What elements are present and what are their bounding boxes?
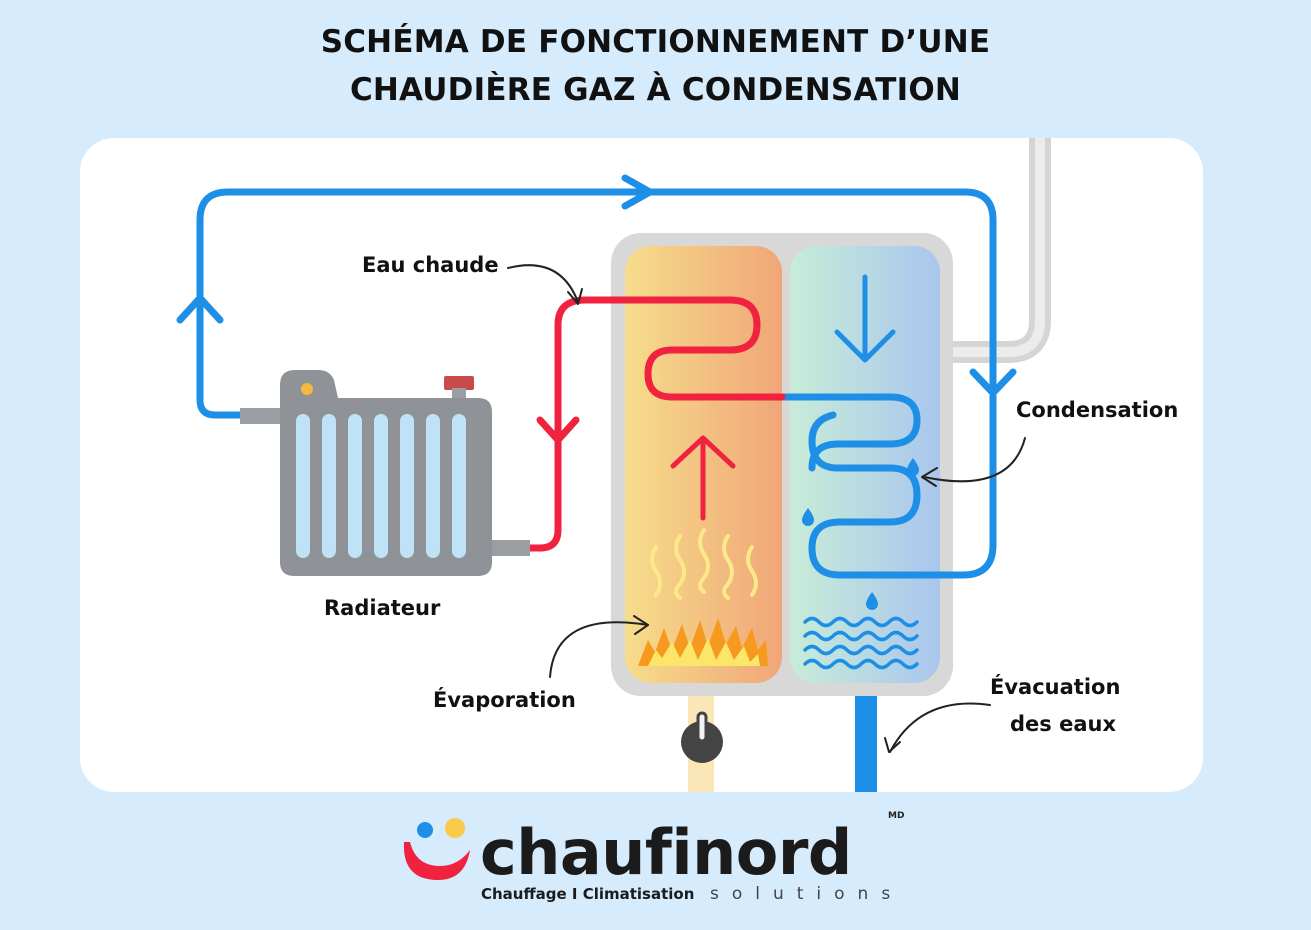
label-radiateur: Radiateur [324,596,441,620]
title-line-1: SCHÉMA DE FONCTIONNEMENT D’UNE [320,24,991,60]
drain-pipe [855,690,877,792]
rising-heat-arrow-icon [670,435,736,521]
brand-trademark: MD [888,811,905,821]
evaporation-pointer [549,621,649,678]
cold-serpentine [778,393,921,472]
arrow-right-icon [621,174,654,210]
page-title: SCHÉMA DE FONCTIONNEMENT D’UNE CHAUDIÈRE… [0,18,1311,114]
brand-name: chaufinord [480,816,852,889]
label-evaporation: Évaporation [433,688,576,712]
title-line-2: CHAUDIÈRE GAZ À CONDENSATION [349,72,962,108]
falling-steam-arrow-icon [834,274,896,363]
arrow-up-icon [176,294,224,324]
heat-waves-icon [650,528,758,600]
cold-water-loop [196,188,997,579]
brand-tagline: Chauffage I Climatisation [481,885,695,903]
flame-icon [638,618,768,666]
label-evacuation-line-2: des eaux [1010,712,1116,736]
label-condensation: Condensation [1016,398,1179,422]
arrow-down-red-icon [536,416,580,444]
arrow-down-icon [969,368,1017,397]
water-waves-icon [803,616,919,670]
evaporation-arrowhead [633,615,649,635]
label-eau-chaude: Eau chaude [362,253,499,277]
droplet-icon [802,458,919,610]
condensation-arrowhead [921,467,938,487]
chaufinord-logo-icon [403,818,470,880]
eau-chaude-arrowhead [567,288,583,305]
evacuation-pointer [889,702,991,753]
brand-solutions: solutions [710,884,904,904]
label-evacuation-line-1: Évacuation [990,675,1121,699]
radiator-icon [240,370,530,576]
hot-water-pipe [491,296,786,552]
condensation-pointer [923,437,1026,483]
gas-valve-icon [681,711,723,763]
flue-pipe [950,138,1051,363]
evacuation-arrowhead [884,737,901,753]
eau-chaude-pointer [507,264,579,303]
